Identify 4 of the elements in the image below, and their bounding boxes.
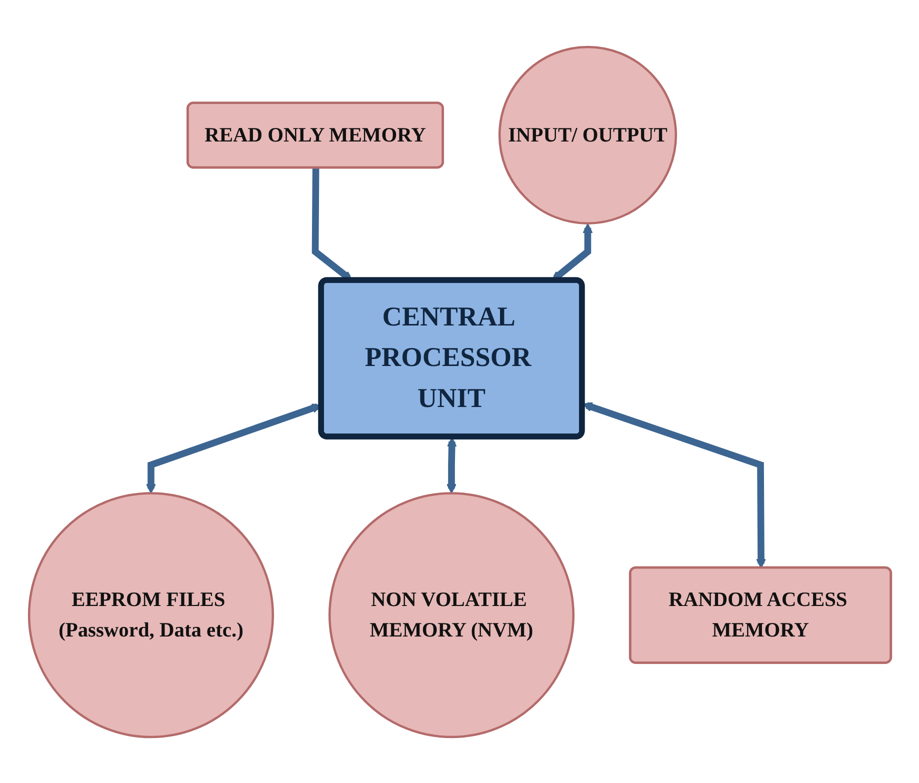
node-circle: NON VOLATILE MEMORY (NVM) — [328, 492, 574, 738]
node-circle: EEPROM FILES (Password, Data etc.) — [27, 492, 274, 738]
node-circle: INPUT/ OUTPUT — [498, 45, 677, 224]
arrow — [446, 436, 456, 494]
